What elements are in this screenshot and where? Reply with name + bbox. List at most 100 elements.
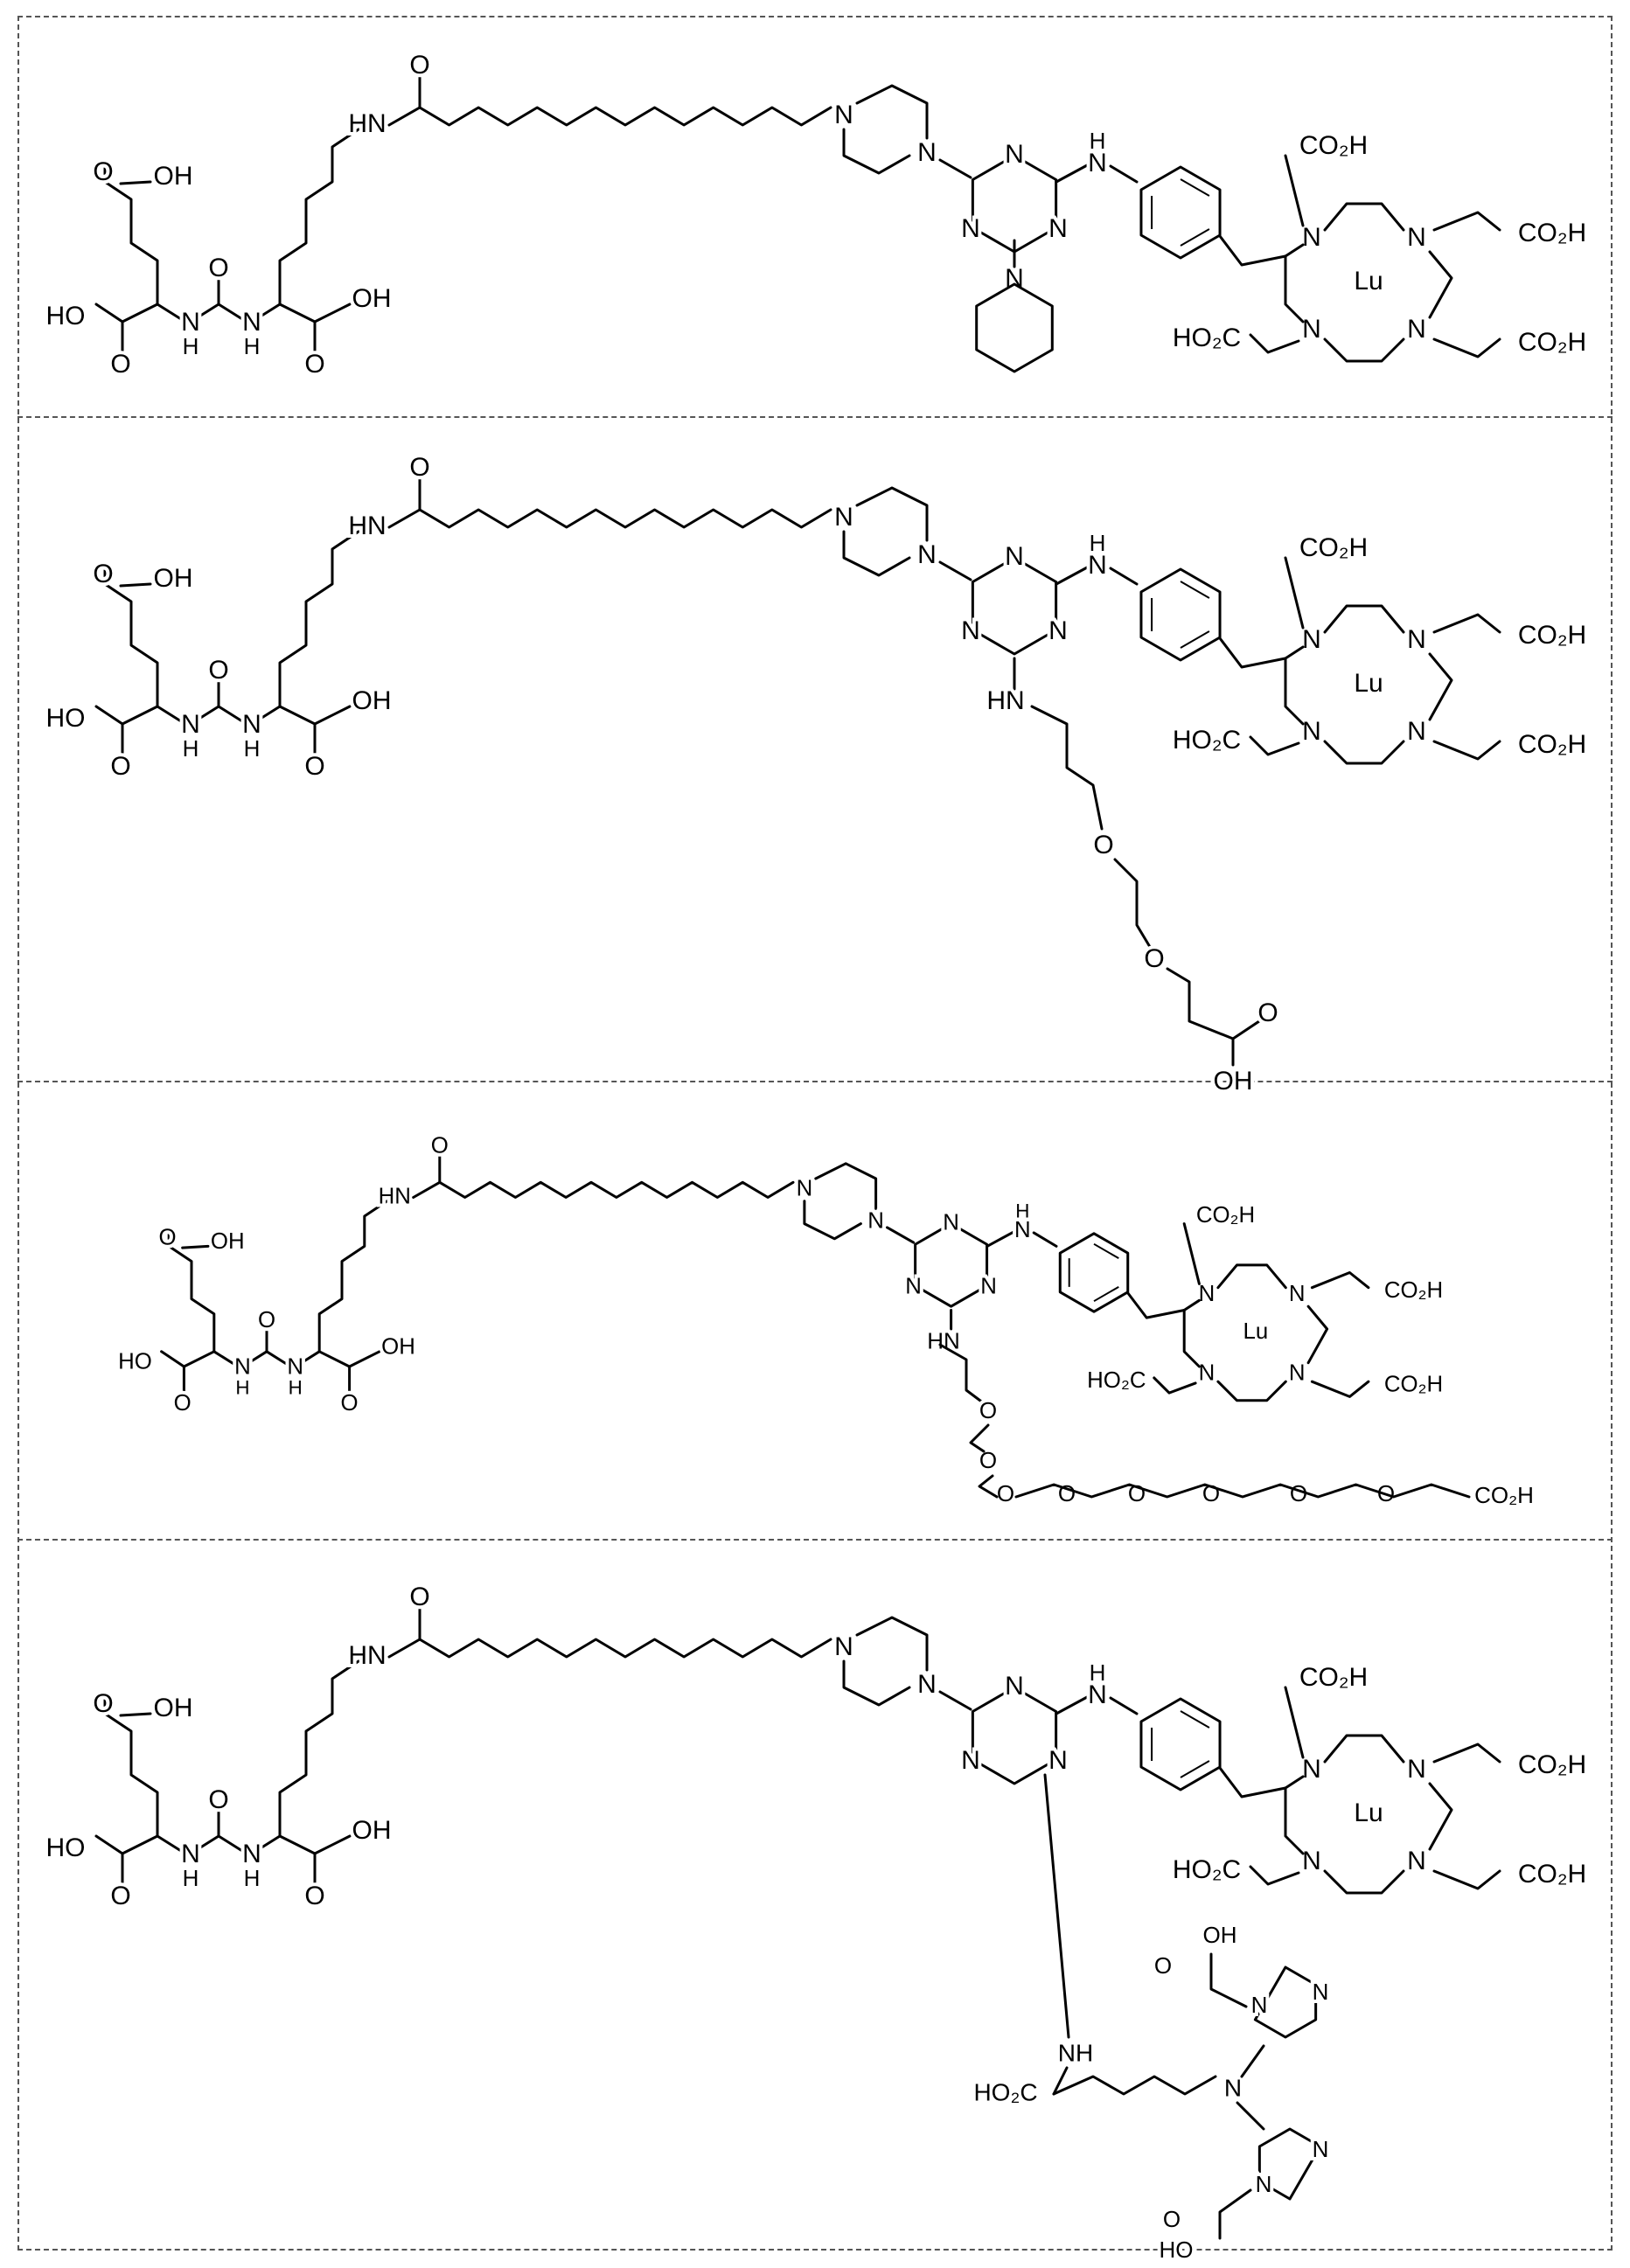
urea-h-left: H <box>183 735 199 762</box>
alkyl-linker <box>420 1639 831 1657</box>
urea-o: O <box>258 1308 275 1332</box>
dota-arm-right <box>1312 1273 1369 1288</box>
urea-chain <box>157 304 280 324</box>
dota-co2h-br: CO₂H <box>1384 1372 1443 1396</box>
peg-acid-o: O <box>1257 998 1278 1027</box>
glu-alpha-ho: HO <box>46 1833 86 1862</box>
dota-n1: N <box>1302 1755 1321 1784</box>
peg-long-chain <box>1016 1485 1469 1497</box>
triazine-n1: N <box>1005 1672 1024 1701</box>
dota-arm-top <box>1285 1687 1303 1757</box>
dota-n4: N <box>1289 1360 1306 1385</box>
urea-chain <box>157 706 280 726</box>
glu-oh: OH <box>154 1694 193 1722</box>
peg-co2h: CO₂H <box>1474 1482 1534 1508</box>
phenyl-ring <box>1141 167 1220 258</box>
phenyl-double-bonds <box>1152 1711 1209 1778</box>
dota-left-edge <box>1285 658 1303 724</box>
dota-co2h-br: CO₂H <box>1518 328 1586 357</box>
structure-panel-2: OOHHOONHONHOHOHNONNNNNNHNNNNLuCO₂HCO₂HCO… <box>46 453 1587 1096</box>
dota-bottom-bridge <box>1325 339 1404 361</box>
dota-arm-br <box>1434 339 1500 357</box>
glu-side-chain <box>105 584 157 706</box>
dota-backbone <box>1285 647 1303 658</box>
urea-n-left: N <box>234 1355 251 1380</box>
dota-arm-bl <box>1250 737 1299 755</box>
lys-nh: NH <box>1058 2039 1093 2066</box>
piperazine-n1: N <box>797 1177 813 1201</box>
amide-hn: HN <box>348 1641 386 1670</box>
piperazine-lower <box>844 1661 909 1705</box>
lutetium-label: Lu <box>1354 669 1383 698</box>
triazine-nh-bond <box>987 1231 1015 1246</box>
lys-side-chain <box>319 1201 387 1352</box>
glu-alpha-ho: HO <box>46 302 86 330</box>
triazine-n1: N <box>1005 140 1024 169</box>
dota-left-edge <box>1184 1311 1199 1367</box>
long-bond-to-lys <box>1045 1775 1069 2037</box>
aniline-h: H <box>1090 1659 1106 1686</box>
im2-ho: HO <box>1160 2237 1194 2263</box>
glu-side-chain <box>105 182 157 304</box>
dota-n3: N <box>1302 1847 1321 1875</box>
urea-chain <box>157 1836 280 1855</box>
peg-hn: HN <box>986 686 1024 715</box>
peg-o2: O <box>1144 944 1164 973</box>
glu-alpha-acid <box>96 706 157 724</box>
phenyl-double-bonds <box>1069 1244 1119 1301</box>
dota-backbone <box>1285 1777 1303 1788</box>
dota-top-bridge <box>1325 1736 1404 1762</box>
glu-carbonyl-o: O <box>158 1226 176 1250</box>
lys-side-chain <box>280 532 359 706</box>
dota-arm-top <box>1184 1224 1199 1284</box>
benzyl-linker <box>1220 236 1285 265</box>
aniline-h: H <box>1090 530 1106 556</box>
peg-chain-1 <box>1032 706 1102 829</box>
phenyl-ring <box>1141 1699 1220 1790</box>
urea-h-left: H <box>183 333 199 359</box>
glu-oh: OH <box>154 162 193 191</box>
triazine-n2: N <box>961 1746 980 1775</box>
piperazine-n2: N <box>917 1670 937 1699</box>
piperazine-upper <box>816 1164 876 1209</box>
im1-n2: N <box>1313 1979 1329 2005</box>
acid-co-double <box>1233 1021 1259 1039</box>
nh-phenyl-bond <box>1111 1698 1137 1714</box>
im2-n2: N <box>1256 2171 1272 2197</box>
glu-alpha-o: O <box>174 1391 192 1416</box>
structure-panel-3: OOHHOONHONHOHOHNONNNNNNHNNNNLuCO₂HCO₂HCO… <box>118 1134 1534 1508</box>
alkyl-linker <box>440 1182 793 1197</box>
peg-link-2 <box>979 1476 997 1497</box>
triazine-n3: N <box>980 1275 997 1299</box>
urea-h-right: H <box>244 333 261 359</box>
amide-hn: HN <box>348 511 386 540</box>
dota-co2h-right: CO₂H <box>1384 1278 1443 1303</box>
triazine-nh-bond <box>1056 1696 1089 1714</box>
structure-panel-1: OOHHOONHONHOHOHNONNNNNNHNNNNLuCO₂HCO₂HCO… <box>46 51 1587 379</box>
glu-alpha-o: O <box>110 350 130 379</box>
im2-o: O <box>1163 2206 1181 2232</box>
aniline-h: H <box>1090 128 1106 154</box>
pip-triazine-bond <box>888 1228 914 1242</box>
triazine-n3: N <box>1048 616 1068 645</box>
im1-n1: N <box>1251 1992 1268 2018</box>
triazine-ring <box>972 1687 1055 1784</box>
dota-co2h-right: CO₂H <box>1518 621 1586 650</box>
aniline-h: H <box>1015 1200 1029 1222</box>
dota-backbone <box>1285 245 1303 256</box>
piperidine-ring <box>977 284 1053 372</box>
lutetium-label: Lu <box>1354 1798 1383 1827</box>
dota-right-bridge <box>1430 1784 1452 1849</box>
urea-n-right: N <box>287 1355 303 1380</box>
glu-alpha-ho: HO <box>46 704 86 733</box>
urea-h-right: H <box>244 735 261 762</box>
dota-n1: N <box>1302 625 1321 654</box>
amide-n-c <box>389 1639 420 1657</box>
phenyl-ring <box>1060 1234 1127 1311</box>
im2-acetic <box>1220 2190 1250 2238</box>
lys-o: O <box>304 1882 324 1910</box>
dota-ho2c: HO₂C <box>1173 324 1241 352</box>
dota-arm-top <box>1285 156 1303 226</box>
dota-arm-top <box>1285 558 1303 628</box>
